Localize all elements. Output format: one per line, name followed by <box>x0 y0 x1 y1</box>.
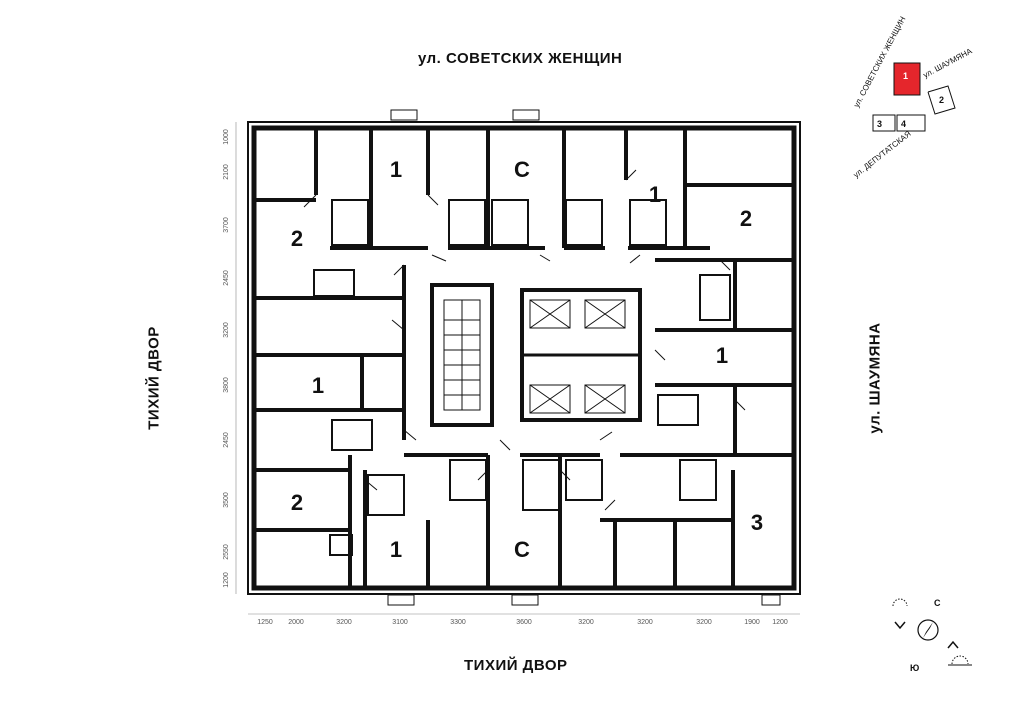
compass-north-label: С <box>934 598 941 608</box>
sunset-icon <box>951 655 969 665</box>
room-label: 1 <box>390 537 402 562</box>
dimensions-left: 1000 2100 3700 2450 3200 3800 2450 3500 … <box>223 129 230 588</box>
bathrooms <box>313 199 731 556</box>
outer-walls <box>247 121 801 595</box>
dimension-label: 3200 <box>336 619 352 626</box>
dimension-label: 3700 <box>223 217 230 233</box>
dimension-label: 1900 <box>744 619 760 626</box>
room-labels: 1 С 1 2 2 1 1 2 1 С 3 <box>291 157 763 562</box>
street-label-bottom: ТИХИЙ ДВОР <box>464 657 568 674</box>
room-label: 3 <box>751 510 763 535</box>
arrow-down-icon <box>894 621 906 630</box>
street-label-top: ул. СОВЕТСКИХ ЖЕНЩИН <box>418 50 623 67</box>
key-plan-street-label: ул. ШАУМЯНА <box>922 46 974 80</box>
arrow-up-icon <box>947 640 959 649</box>
dimension-label: 3800 <box>223 377 230 393</box>
key-plan-section-label: 2 <box>939 95 944 105</box>
room-label: С <box>514 157 530 182</box>
building-core <box>430 283 642 427</box>
room-label: 2 <box>740 206 752 231</box>
compass-south-label: Ю <box>910 663 919 673</box>
dimension-lines <box>235 122 800 615</box>
compass-needle-icon <box>923 622 933 638</box>
key-plan-section-label: 3 <box>877 119 882 129</box>
dimension-label: 3200 <box>223 322 230 338</box>
dimension-label: 2000 <box>288 619 304 626</box>
dimension-label: 2450 <box>223 432 230 448</box>
key-plan-street-label: ул. ДЕПУТАТСКАЯ <box>852 129 913 180</box>
dimension-label: 3500 <box>223 492 230 508</box>
key-plan-section-label: 1 <box>903 71 908 81</box>
dimensions-bottom: 1250 2000 3200 3100 3300 3600 3200 3200 … <box>257 619 788 626</box>
key-plan-section-label: 4 <box>901 119 906 129</box>
dimension-label: 3600 <box>516 619 532 626</box>
dimension-label: 3100 <box>392 619 408 626</box>
dimension-label: 2450 <box>223 270 230 286</box>
key-plan: 1 2 3 4 ул. СОВЕТСКИХ ЖЕНЩИН ул. ШАУМЯНА… <box>852 15 974 180</box>
room-label: 1 <box>716 343 728 368</box>
room-label: 1 <box>390 157 402 182</box>
dimension-label: 2100 <box>223 164 230 180</box>
dimension-label: 1200 <box>223 572 230 588</box>
dimension-label: 1000 <box>223 129 230 145</box>
key-plan-section-1-highlight <box>893 62 921 96</box>
room-label: 1 <box>312 373 324 398</box>
dimension-label: 1250 <box>257 619 273 626</box>
sunrise-icon <box>892 598 908 607</box>
room-label: 1 <box>649 182 661 207</box>
dimension-label: 3200 <box>578 619 594 626</box>
stairwell <box>443 299 481 411</box>
dimension-label: 1200 <box>772 619 788 626</box>
window-vents <box>387 109 781 606</box>
interior-walls <box>254 128 794 588</box>
dimension-label: 3200 <box>696 619 712 626</box>
room-label: 2 <box>291 490 303 515</box>
compass: С Ю <box>892 598 972 673</box>
dimension-label: 3300 <box>450 619 466 626</box>
dimension-label: 2550 <box>223 544 230 560</box>
elevators <box>529 299 626 414</box>
room-label: 2 <box>291 226 303 251</box>
doors <box>303 169 746 511</box>
compass-ring <box>917 619 939 641</box>
room-label: С <box>514 537 530 562</box>
dimension-label: 3200 <box>637 619 653 626</box>
